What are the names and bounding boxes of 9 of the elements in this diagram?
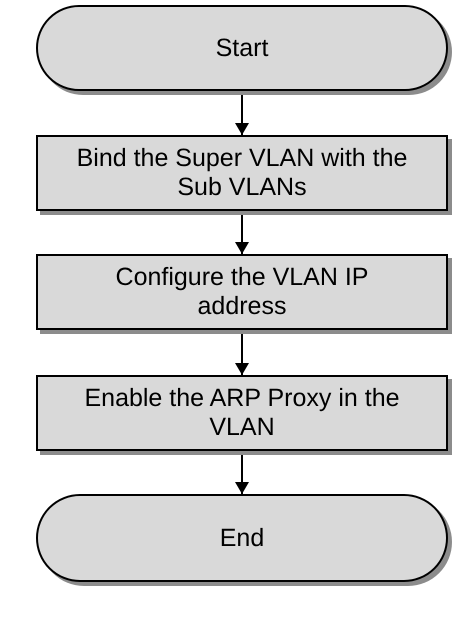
arrow [235,332,249,375]
node-text: Configure the VLAN IP address [114,263,370,321]
node-text: Enable the ARP Proxy in the VLAN [83,384,400,442]
node-text: Bind the Super VLAN with the Sub VLANs [76,144,408,202]
arrow [235,93,249,135]
node-text: End [220,524,264,552]
node-text: Start [216,34,268,62]
arrow [235,213,249,254]
arrow [235,453,249,494]
